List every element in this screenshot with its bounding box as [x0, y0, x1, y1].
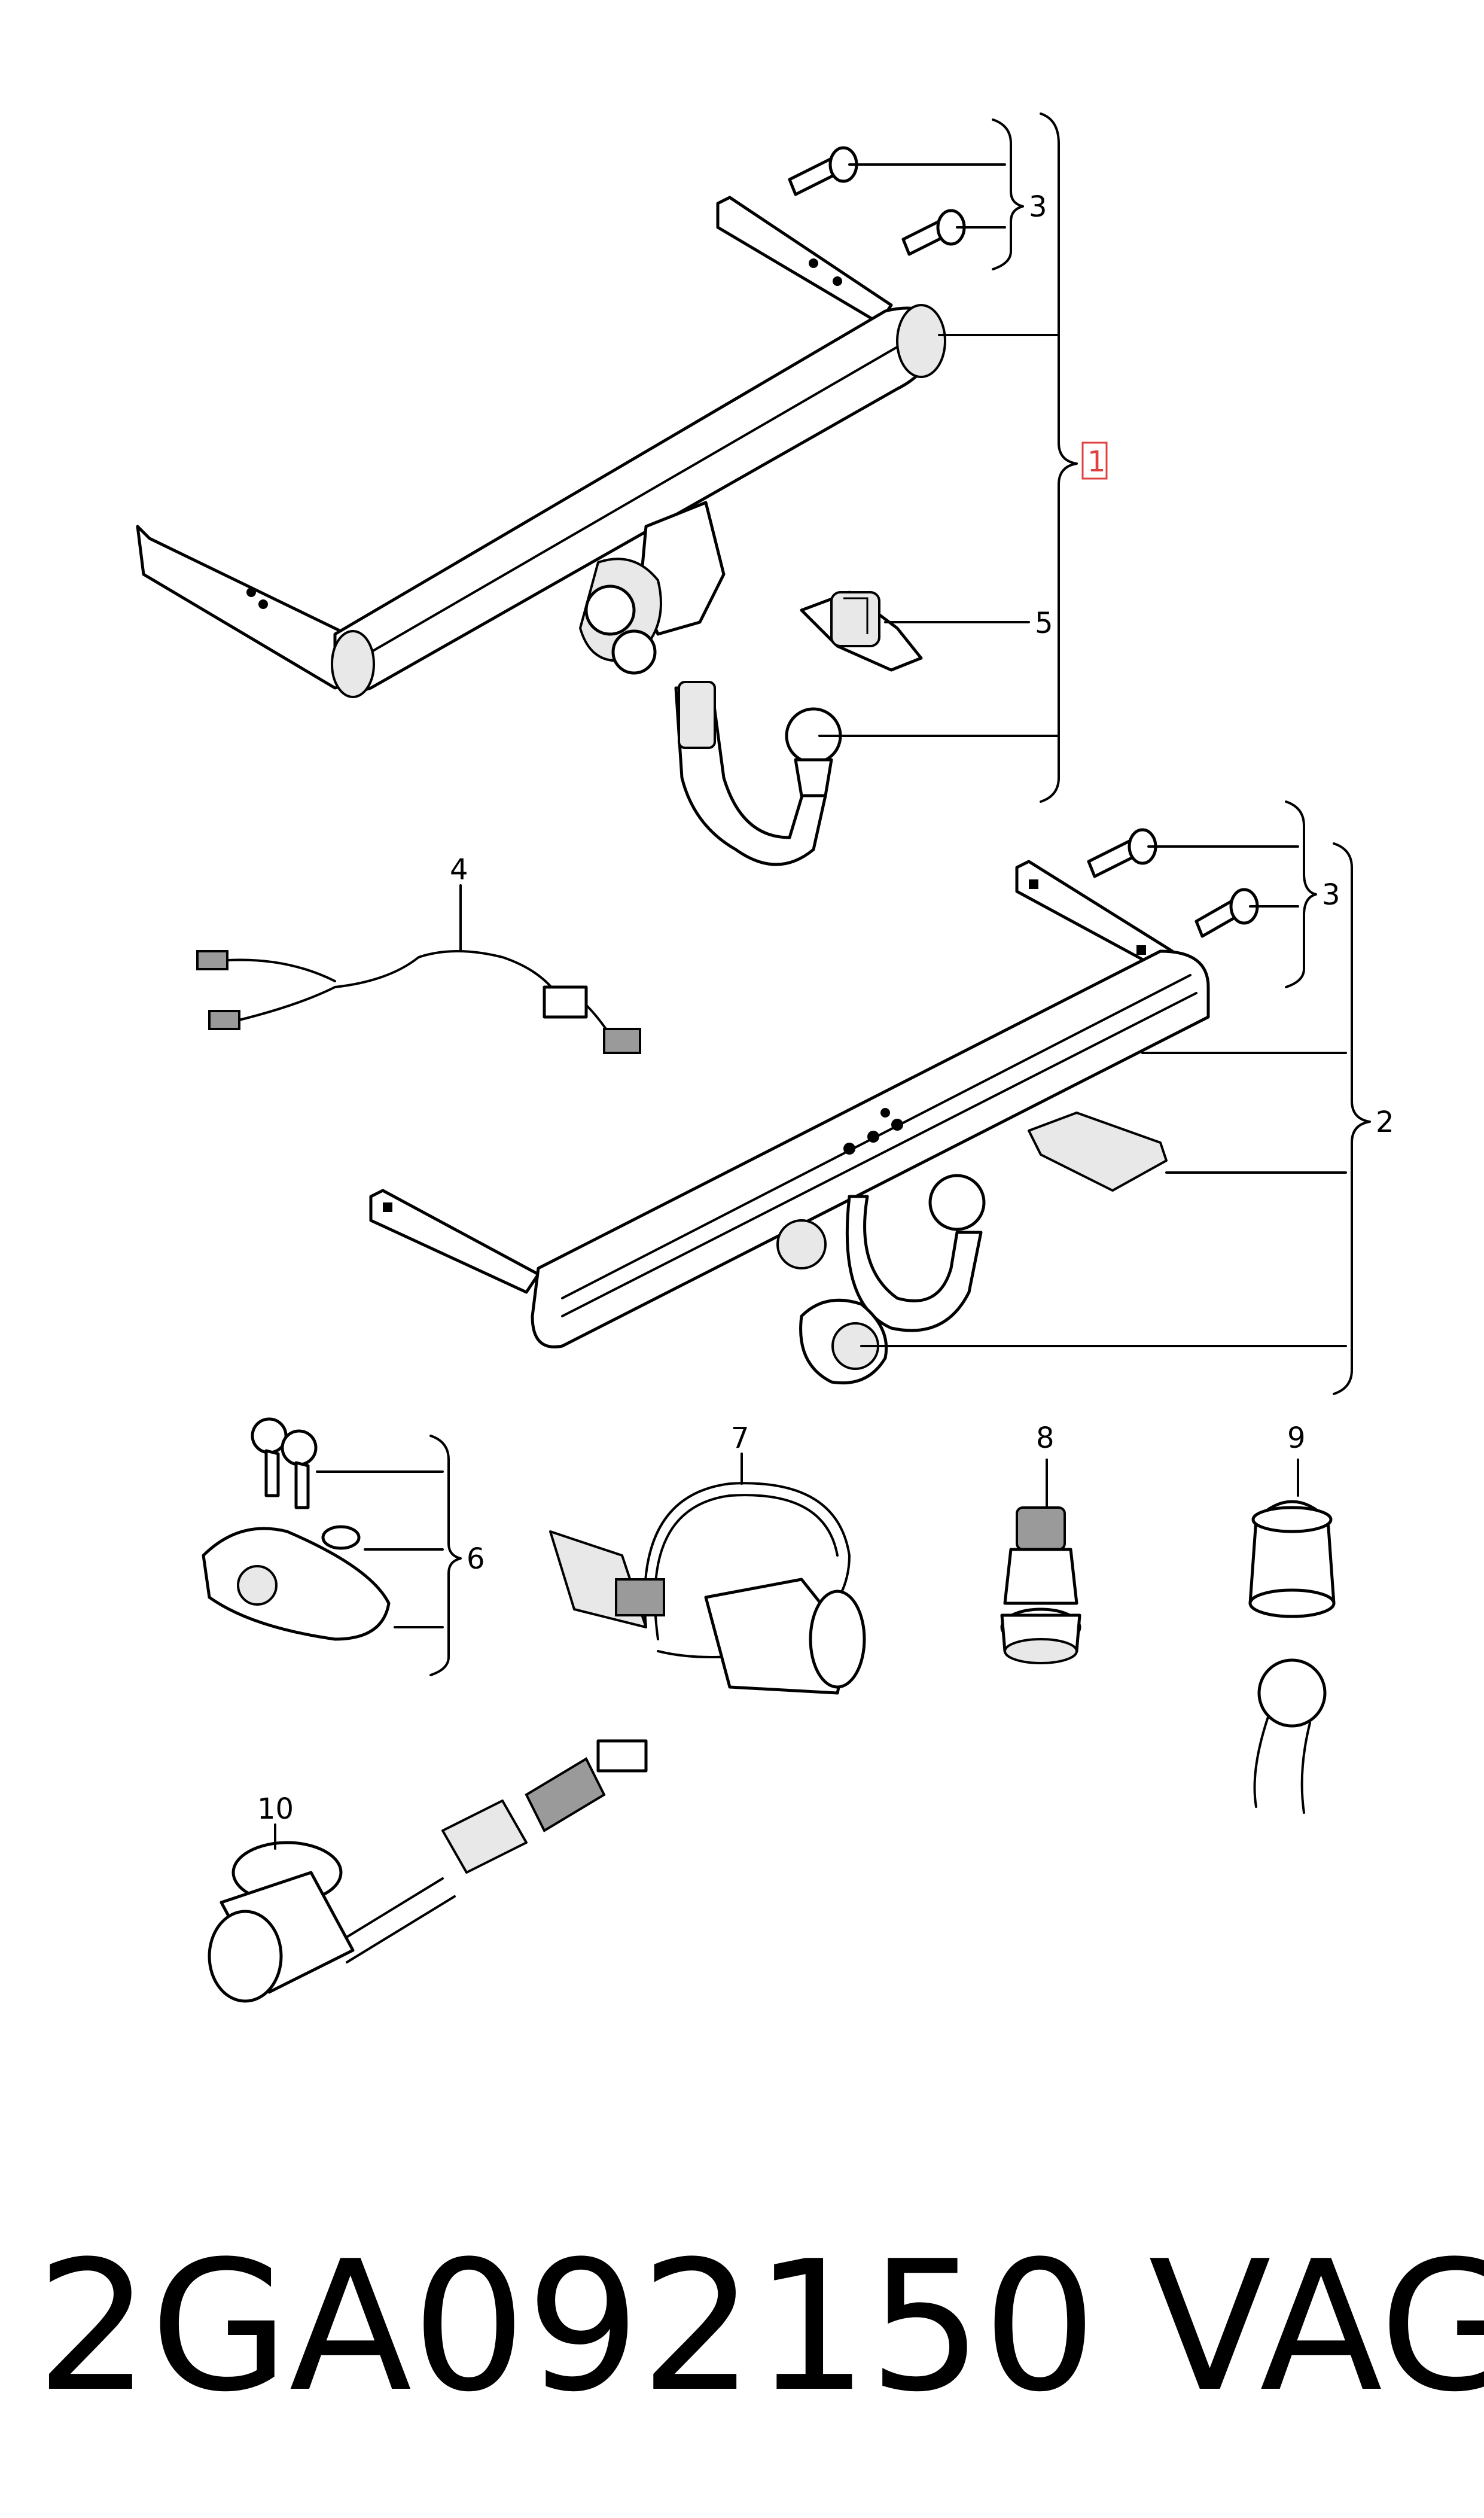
bolts-3b: [1087, 828, 1259, 938]
callout-2: 2: [1376, 1106, 1394, 1139]
ball-cap-9: [1248, 1500, 1336, 1814]
grease-sachet: [1028, 1112, 1168, 1192]
callout-5: 5: [1035, 607, 1053, 640]
callout-1: 1: [1087, 445, 1106, 479]
callout-9: 9: [1287, 1421, 1306, 1455]
callout-4: 4: [450, 853, 468, 887]
detachable-ball-neck: [674, 681, 842, 866]
callout-10: 10: [257, 1792, 294, 1826]
part-number: 2GA092150: [36, 2222, 1097, 2431]
towbar-crossbar-2: [369, 860, 1210, 1348]
socket-housing-2: [799, 1298, 888, 1385]
callout-7: 7: [731, 1421, 749, 1455]
callout-3a: 3: [1029, 190, 1047, 224]
wiring-harness-4: [196, 950, 641, 1054]
callout-3b: 3: [1322, 878, 1340, 912]
towbar-crossbar-1: [136, 196, 946, 698]
brand-label: VAG: [1148, 2222, 1484, 2431]
bolts-3a: [788, 146, 966, 256]
caption: 2GA092150 VAG: [36, 2202, 1484, 2453]
socket-mount-5: [800, 590, 923, 672]
socket-plug-8: [1000, 1506, 1081, 1664]
keys-and-lock-6: [202, 1417, 391, 1641]
callout-8: 8: [1036, 1421, 1055, 1455]
callout-1-highlight-box: [1081, 442, 1108, 480]
adapter-10: [208, 1739, 648, 2003]
leader-lines: [274, 112, 1371, 1850]
callout-6: 6: [467, 1542, 485, 1576]
fixed-ball-neck: [776, 1174, 986, 1332]
adapter-cable-7: [549, 1482, 866, 1695]
